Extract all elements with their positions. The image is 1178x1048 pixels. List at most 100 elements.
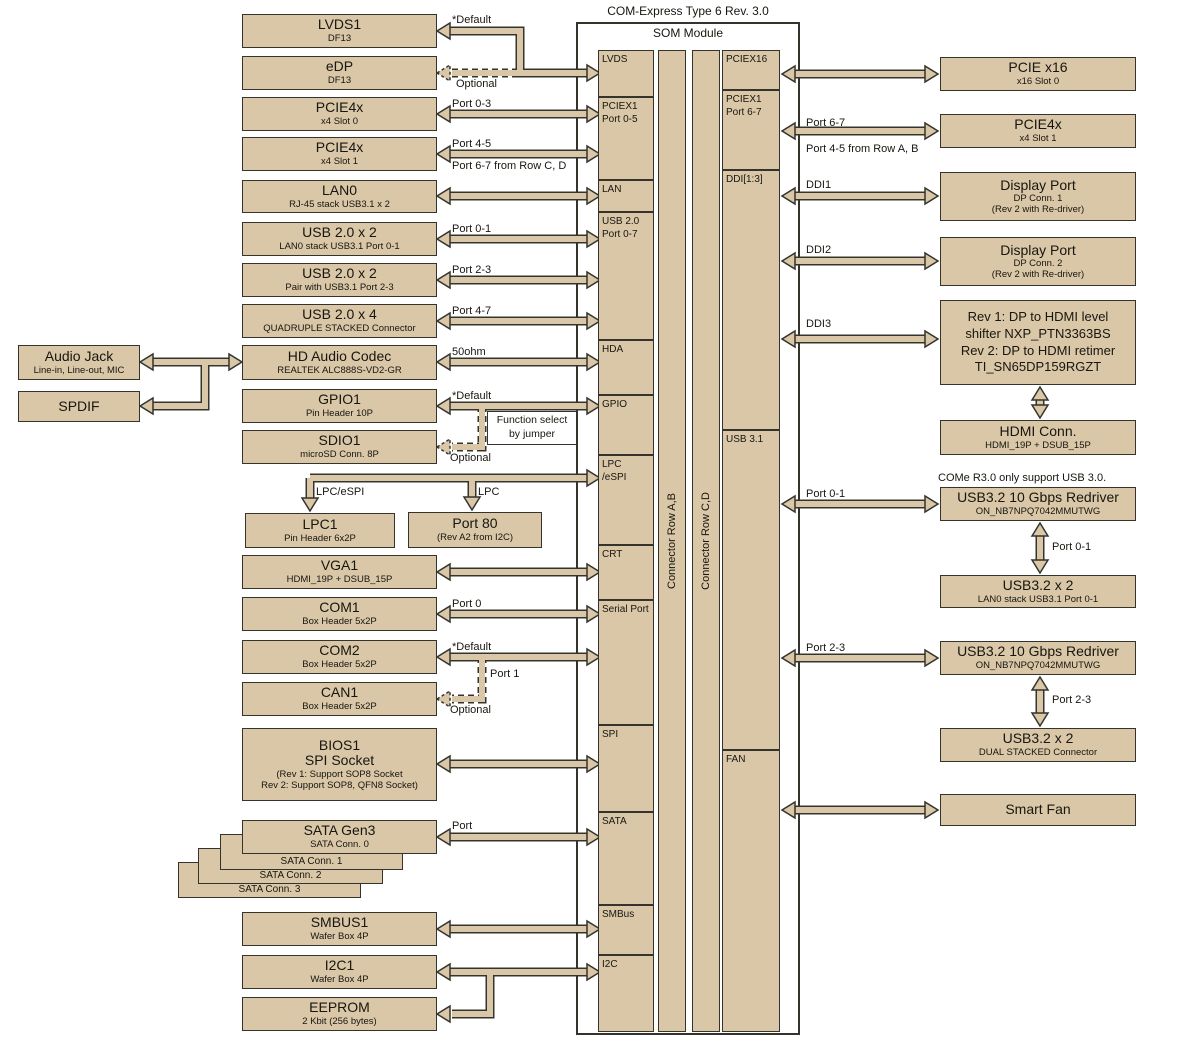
label-lpc: LPC	[478, 486, 500, 498]
box-subtitle: LAN0 stack USB3.1 Port 0-1	[279, 241, 400, 253]
box-subtitle: Pin Header 6x2P	[284, 532, 356, 544]
display-port-1-box: Display Port DP Conn. 1 (Rev 2 with Re-d…	[940, 172, 1136, 221]
label-port-4-7: Port 4-7	[452, 305, 492, 317]
box-subtitle: Box Header 5x2P	[302, 701, 377, 713]
label-port-1: Port 1	[490, 668, 520, 680]
box-title: USB 2.0 x 2	[302, 265, 377, 282]
box-title: Smart Fan	[1005, 801, 1071, 818]
label-port-6-7-row-cd: Port 6-7 from Row C, D	[452, 160, 567, 172]
box-subtitle: Box Header 5x2P	[302, 659, 377, 671]
audio-jack-box: Audio Jack Line-in, Line-out, MIC	[18, 345, 140, 380]
box-subtitle: QUADRUPLE STACKED Connector	[263, 323, 416, 335]
label-port-0-1-vert: Port 0-1	[1052, 541, 1092, 553]
lan0-box: LAN0 RJ-45 stack USB3.1 x 2	[242, 180, 437, 213]
box-title: USB3.2 x 2	[1002, 576, 1074, 593]
can1-box: CAN1 Box Header 5x2P	[242, 682, 437, 716]
som-cell-lpc-espi: LPC /eSPI	[598, 455, 654, 545]
box-subtitle: Wafer Box 4P	[310, 974, 369, 986]
box-text: Rev 1: DP to HDMI level shifter NXP_PTN3…	[960, 309, 1116, 375]
box-subtitle: DF13	[327, 33, 352, 45]
som-cell-smbus: SMBus	[598, 905, 654, 955]
box-title: PCIE4x	[1014, 116, 1062, 133]
box-title: PCIE4x	[315, 139, 364, 156]
som-cell-crt: CRT	[598, 545, 654, 600]
label-optional-can: Optional	[450, 704, 491, 716]
box-subtitle: microSD Conn. 8P	[300, 449, 379, 461]
label-port-sata: Port	[452, 820, 473, 832]
box-title: COM2	[319, 642, 360, 659]
box-subtitle: Line-in, Line-out, MIC	[33, 364, 125, 376]
label-port-2-3-vert: Port 2-3	[1052, 694, 1092, 706]
connector-row-ab-label: Connector Row A,B	[666, 493, 678, 589]
som-cell-pciex16: PCIEX16	[722, 50, 780, 90]
box-subtitle: DUAL STACKED Connector	[978, 747, 1098, 759]
som-cell-pciex1-0-5: PCIEX1 Port 0-5	[598, 97, 654, 180]
box-title: SMBUS1	[310, 914, 369, 931]
eeprom-box: EEPROM 2 Kbit (256 bytes)	[242, 997, 437, 1031]
box-subtitle: x16 Slot 0	[1016, 76, 1060, 88]
label-port-6-7: Port 6-7	[806, 117, 846, 129]
box-title: SDIO1	[318, 432, 361, 449]
label-ddi3: DDI3	[806, 318, 832, 330]
box-title: USB3.2 10 Gbps Redriver	[957, 489, 1119, 506]
port80-box: Port 80 (Rev A2 from I2C)	[408, 512, 542, 548]
lvds1-box: LVDS1 DF13	[242, 14, 437, 48]
som-cell-usb20: USB 2.0 Port 0-7	[598, 212, 654, 340]
box-title: USB3.2 10 Gbps Redriver	[957, 643, 1119, 660]
box-title: USB 2.0 x 2	[302, 224, 377, 241]
com1-box: COM1 Box Header 5x2P	[242, 597, 437, 631]
som-cell-spi: SPI	[598, 725, 654, 812]
com2-box: COM2 Box Header 5x2P	[242, 640, 437, 674]
smbus1-box: SMBUS1 Wafer Box 4P	[242, 912, 437, 946]
smart-fan-box: Smart Fan	[940, 794, 1136, 826]
box-title: HDMI Conn.	[999, 422, 1077, 439]
hd-audio-codec-box: HD Audio Codec REALTEK ALC888S-VD2-GR	[242, 345, 437, 380]
box-title: SATA Gen3	[303, 822, 376, 839]
pcie4x-right-box: PCIE4x x4 Slot 1	[940, 114, 1136, 148]
hdmi-conn-box: HDMI Conn. HDMI_19P + DSUB_15P	[940, 420, 1136, 455]
box-subtitle: REALTEK ALC888S-VD2-GR	[277, 364, 402, 376]
box-subtitle: DP Conn. 1 (Rev 2 with Re-driver)	[991, 193, 1085, 215]
box-title: Audio Jack	[44, 347, 114, 364]
label-port-2-3: Port 2-3	[452, 264, 492, 276]
label-function-select: Function select by jumper	[487, 411, 577, 445]
label-50ohm: 50ohm	[452, 346, 486, 358]
box-subtitle: x4 Slot 0	[321, 116, 358, 128]
gpio1-box: GPIO1 Pin Header 10P	[242, 389, 437, 423]
box-subtitle: Pair with USB3.1 Port 2-3	[285, 282, 394, 294]
box-title: PCIE4x	[315, 99, 364, 116]
usb32-redriver-1-box: USB3.2 10 Gbps Redriver ON_NB7NPQ7042MMU…	[940, 487, 1136, 521]
label-ddi2: DDI2	[806, 244, 832, 256]
dp-hdmi-shifter-box: Rev 1: DP to HDMI level shifter NXP_PTN3…	[940, 300, 1136, 385]
arrow-fills	[153, 28, 1043, 1017]
label-lpc-espi: LPC/eSPI	[316, 486, 365, 498]
card-label: SATA Conn. 3	[238, 884, 301, 895]
box-subtitle: HDMI_19P + DSUB_15P	[985, 439, 1091, 451]
som-cell-i2c: I2C	[598, 955, 654, 1032]
box-title: LVDS1	[317, 16, 362, 33]
som-cell-lvds: LVDS	[598, 50, 654, 97]
box-title: USB 2.0 x 4	[302, 306, 377, 323]
sata-gen3-box: SATA Gen3 SATA Conn. 0	[242, 820, 437, 854]
box-title: LAN0	[321, 181, 358, 198]
box-title: BIOS1 SPI Socket	[304, 736, 375, 769]
box-subtitle: Box Header 5x2P	[302, 616, 377, 628]
box-subtitle: SATA Conn. 0	[310, 839, 369, 851]
connector-row-cd: Connector Row C,D	[692, 50, 720, 1032]
box-subtitle: x4 Slot 1	[321, 156, 358, 168]
som-cell-fan: FAN	[722, 750, 780, 1032]
display-port-2-box: Display Port DP Conn. 2 (Rev 2 with Re-d…	[940, 237, 1136, 286]
label-optional-edp: Optional	[456, 78, 497, 90]
usb32-x2-a-box: USB3.2 x 2 LAN0 stack USB3.1 Port 0-1	[940, 575, 1136, 608]
box-title: Display Port	[1000, 176, 1076, 193]
pcie4x-slot0-box: PCIE4x x4 Slot 0	[242, 97, 437, 131]
vga1-box: VGA1 HDMI_19P + DSUB_15P	[242, 555, 437, 589]
box-subtitle: DF13	[327, 75, 352, 87]
box-subtitle: DP Conn. 2 (Rev 2 with Re-driver)	[991, 258, 1085, 280]
label-default-lvds: *Default	[452, 14, 492, 26]
box-title: USB3.2 x 2	[1002, 730, 1074, 747]
som-cell-hda: HDA	[598, 340, 654, 395]
box-title: Port 80	[452, 515, 498, 532]
label-port-0-1-right: Port 0-1	[806, 488, 846, 500]
